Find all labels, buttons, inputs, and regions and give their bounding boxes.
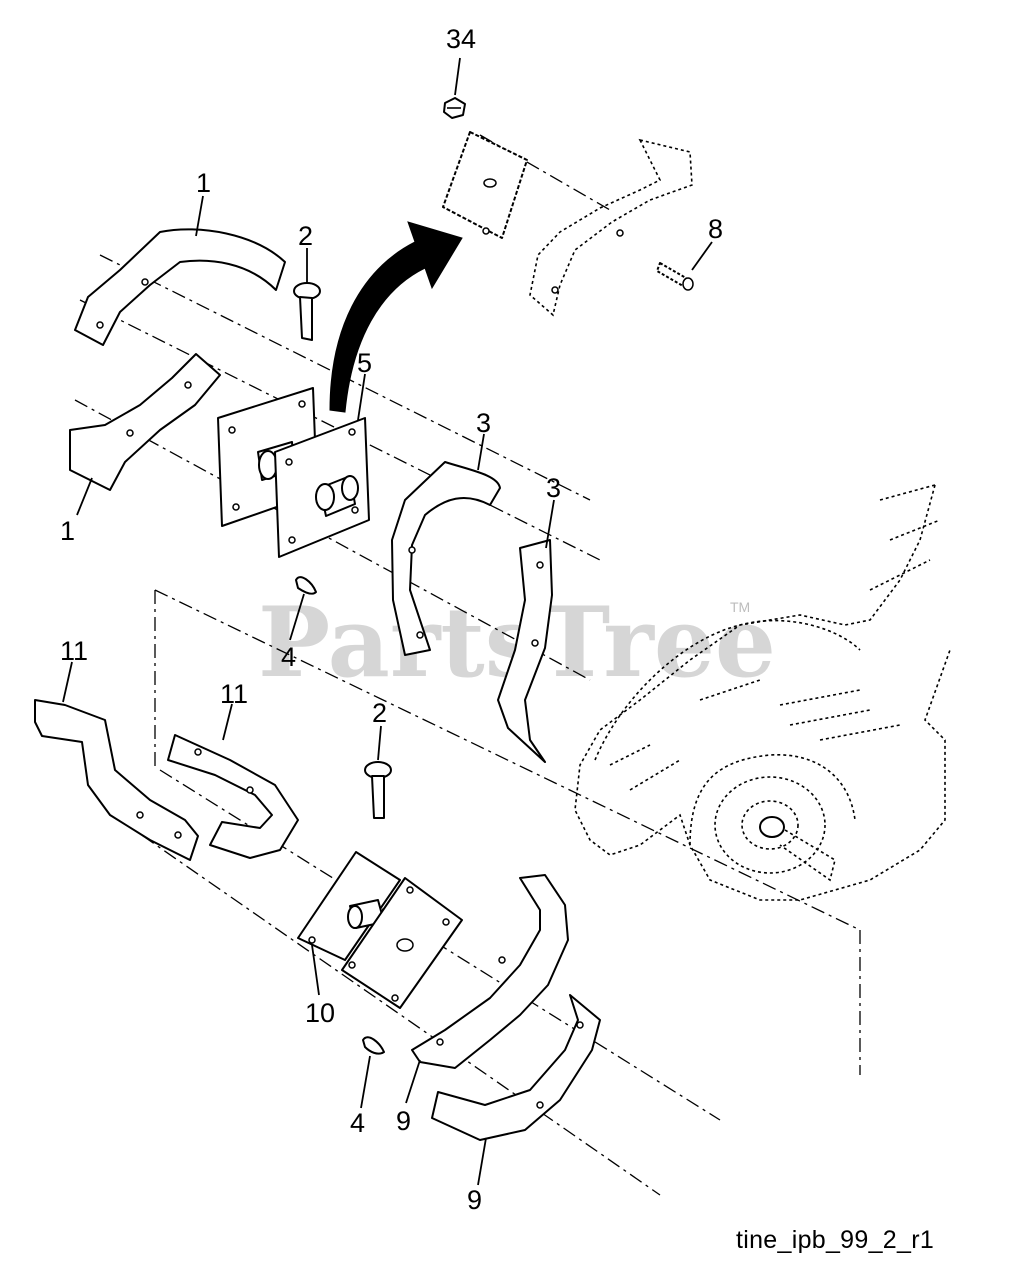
callout-9-b: 9 xyxy=(467,1185,482,1215)
leader-lines xyxy=(62,57,713,1186)
callout-11-left: 11 xyxy=(60,636,88,666)
part-34-nut xyxy=(443,97,466,119)
callout-1-top: 1 xyxy=(196,168,211,198)
part-2-pin-upper xyxy=(293,282,321,341)
part-3-tine-a xyxy=(391,461,501,656)
part-10-hub-assembly xyxy=(297,851,463,1009)
callout-9-a: 9 xyxy=(396,1106,411,1136)
tiller-housing xyxy=(574,484,951,901)
inset-tine xyxy=(529,138,693,317)
part-11-tine-b xyxy=(167,734,299,859)
callout-10: 10 xyxy=(305,998,335,1028)
part-1-tine-upper xyxy=(74,228,286,346)
part-8-bolt xyxy=(656,262,694,291)
inset-bracket xyxy=(442,131,528,239)
part-4-hairpin-upper xyxy=(295,576,317,595)
callout-5: 5 xyxy=(357,348,372,378)
figure-id: tine_ipb_99_2_r1 xyxy=(736,1226,935,1254)
callout-1-left: 1 xyxy=(60,516,75,546)
part-3-tine-b xyxy=(497,539,553,763)
callout-11-mid: 11 xyxy=(220,679,248,709)
callout-34: 34 xyxy=(446,24,476,54)
part-2-pin-lower xyxy=(364,761,392,819)
callout-3-a: 3 xyxy=(476,408,491,438)
callout-2-top: 2 xyxy=(298,221,313,251)
part-4-hairpin-lower xyxy=(362,1036,385,1055)
part-5-hub-assembly xyxy=(217,387,370,558)
part-9-tine-b xyxy=(431,994,601,1141)
callout-4-top: 4 xyxy=(281,642,296,672)
callout-2-bottom: 2 xyxy=(372,698,387,728)
callout-8: 8 xyxy=(708,214,723,244)
part-9-tine-a xyxy=(411,874,569,1069)
callout-4-bottom: 4 xyxy=(350,1108,365,1138)
curved-arrow-icon xyxy=(329,221,463,413)
callout-3-b: 3 xyxy=(546,473,561,503)
part-11-tine-a xyxy=(34,699,199,861)
watermark-trademark: TM xyxy=(730,599,750,615)
part-1-tine-lower xyxy=(69,353,221,491)
callout-labels: 34 8 1 2 5 1 3 3 4 11 11 2 10 4 9 9 xyxy=(60,24,723,1215)
